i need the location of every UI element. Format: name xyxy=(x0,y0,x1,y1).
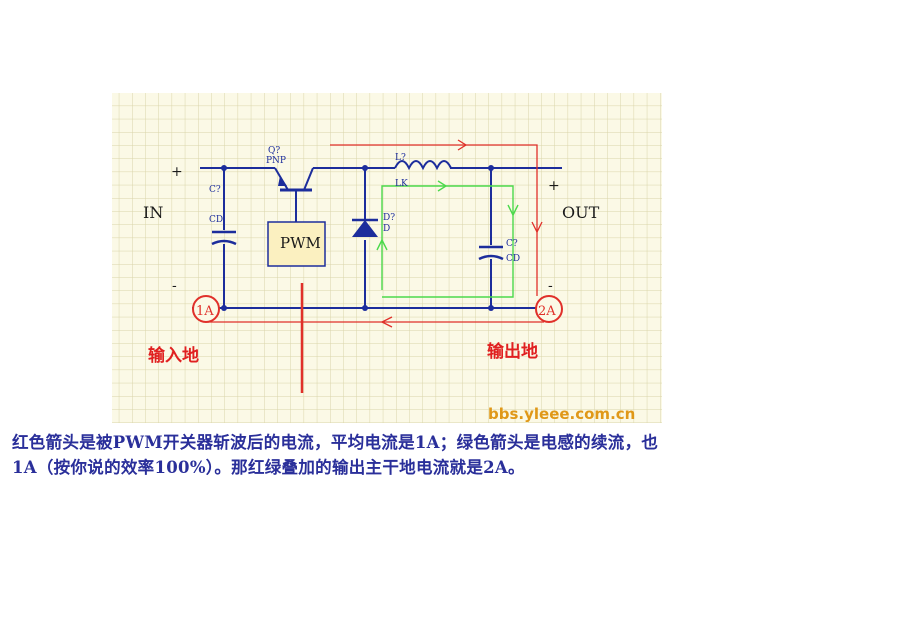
input-cap-type-label: CD xyxy=(209,215,223,225)
output-label: OUT xyxy=(562,203,600,222)
input-plus-label: + xyxy=(171,164,183,180)
transistor-symbol xyxy=(274,167,314,192)
transistor-ref-label: Q? xyxy=(268,146,280,156)
transistor-type-label: PNP xyxy=(266,156,286,166)
output-capacitor-symbol xyxy=(478,245,504,261)
diode-type-label: D xyxy=(383,224,390,234)
inductor-symbol xyxy=(394,160,452,171)
output-ground-label: 输出地 xyxy=(487,341,538,362)
input-cap-ref-label: C? xyxy=(209,185,221,195)
input-label: IN xyxy=(143,203,163,222)
input-capacitor-symbol xyxy=(211,230,237,246)
output-plus-label: + xyxy=(548,178,560,194)
output-current-value: 2A xyxy=(538,304,556,319)
input-current-circle xyxy=(192,295,220,323)
output-cap-type-label: CD xyxy=(506,254,520,264)
output-minus-label: - xyxy=(548,278,553,294)
caption-text: 红色箭头是被PWM开关器斩波后的电流，平均电流是1A；绿色箭头是电感的续流，也 … xyxy=(12,430,892,480)
watermark: bbs.yleee.com.cn xyxy=(488,405,635,423)
diode-ref-label: D? xyxy=(383,213,395,223)
inductor-ref-label: L? xyxy=(395,153,406,163)
inductor-type-label: LK xyxy=(395,179,408,189)
caption-line-1: 红色箭头是被PWM开关器斩波后的电流，平均电流是1A；绿色箭头是电感的续流，也 xyxy=(12,433,659,452)
diode-symbol xyxy=(352,218,378,237)
red-current-path xyxy=(207,139,544,328)
input-minus-label: - xyxy=(172,278,177,294)
caption-line-2: 1A（按你说的效率100%）。那红绿叠加的输出主干地电流就是2A。 xyxy=(12,458,525,477)
pwm-label: PWM xyxy=(280,234,321,252)
input-current-value: 1A xyxy=(196,304,214,319)
junction-dots xyxy=(221,165,494,311)
green-current-path xyxy=(376,180,519,298)
output-current-circle xyxy=(535,295,563,323)
output-cap-ref-label: C? xyxy=(506,239,518,249)
pwm-block xyxy=(267,221,326,267)
input-ground-label: 输入地 xyxy=(148,345,199,366)
